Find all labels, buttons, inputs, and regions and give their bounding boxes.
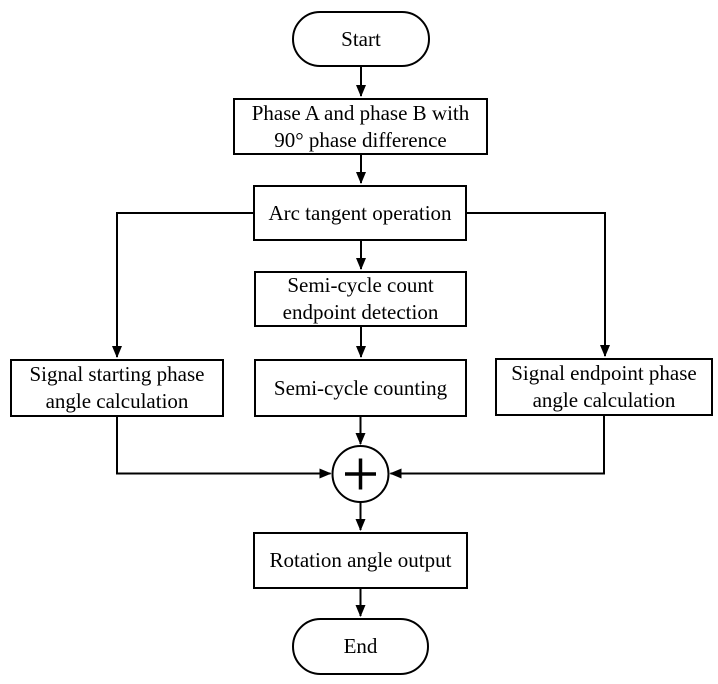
sum-junction-node — [331, 445, 390, 503]
node-rotation-output: Rotation angle output — [253, 532, 468, 589]
node-semi-cycle-counting-label: Semi-cycle counting — [273, 375, 448, 400]
node-phase-input-label: Phase A and phase B with 90° phase diffe… — [251, 100, 470, 152]
node-rotation-output-label: Rotation angle output — [269, 548, 452, 573]
node-phase-input: Phase A and phase B with 90° phase diffe… — [233, 98, 488, 155]
edge-endpoint-phase-calc-to-sum-junction — [389, 416, 605, 479]
node-end: End — [292, 618, 429, 675]
node-endpoint-phase-calc: Signal endpoint phase angle calculation — [495, 358, 713, 416]
plus-icon — [345, 458, 376, 490]
node-arc-tangent: Arc tangent operation — [253, 185, 467, 241]
edge-arc-tangent-to-endpoint-phase-calc — [467, 212, 610, 357]
edge-arc-tangent-to-starting-phase-calc — [112, 212, 253, 358]
node-arc-tangent-label: Arc tangent operation — [268, 200, 452, 225]
node-start: Start — [292, 11, 430, 67]
node-starting-phase-calc-label: Signal starting phase angle calculation — [29, 362, 205, 413]
edge-starting-phase-calc-to-sum-junction — [116, 417, 332, 479]
node-end-label: End — [343, 634, 378, 659]
node-endpoint-detection-label: Semi-cycle count endpoint detection — [282, 273, 439, 324]
node-semi-cycle-counting: Semi-cycle counting — [254, 359, 467, 417]
node-endpoint-detection: Semi-cycle count endpoint detection — [254, 271, 467, 327]
node-starting-phase-calc: Signal starting phase angle calculation — [10, 359, 224, 417]
node-start-label: Start — [341, 26, 381, 51]
node-endpoint-phase-calc-label: Signal endpoint phase angle calculation — [511, 361, 697, 412]
